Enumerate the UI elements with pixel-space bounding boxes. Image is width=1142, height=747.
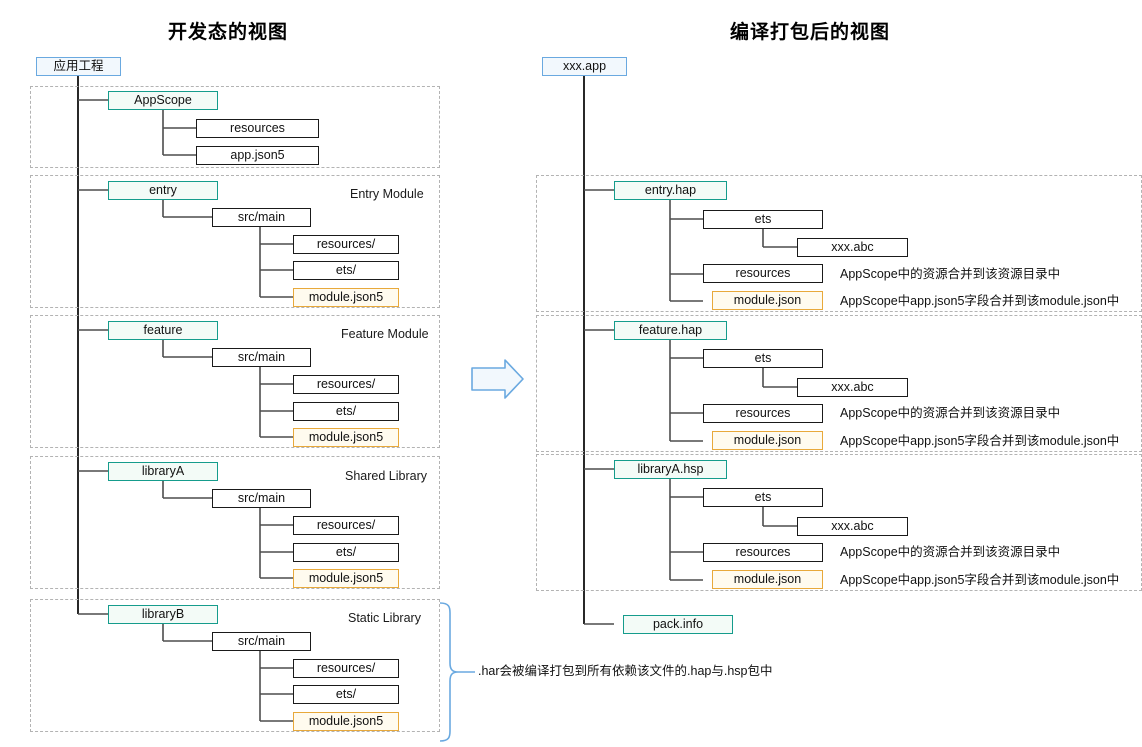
node-feature-modulejson5[interactable]: module.json5 xyxy=(293,428,399,447)
node-entry-hap[interactable]: entry.hap xyxy=(614,181,727,200)
node-librarya-hsp[interactable]: libraryA.hsp xyxy=(614,460,727,479)
node-librarya[interactable]: libraryA xyxy=(108,462,218,481)
right-root-node[interactable]: xxx.app xyxy=(542,57,627,76)
har-brace xyxy=(439,602,475,742)
node-entry-srcmain[interactable]: src/main xyxy=(212,208,311,227)
node-appscope-appjson5[interactable]: app.json5 xyxy=(196,146,319,165)
note-feature-hap-config: AppScope中app.json5字段合并到该module.json中 xyxy=(840,434,1120,448)
group-label-entry: Entry Module xyxy=(350,187,424,201)
note-librarya-hsp-config: AppScope中app.json5字段合并到该module.json中 xyxy=(840,573,1120,587)
node-appscope-resources[interactable]: resources xyxy=(196,119,319,138)
node-feature-hap-modulejson[interactable]: module.json xyxy=(712,431,823,450)
note-librarya-hsp-resources: AppScope中的资源合并到该资源目录中 xyxy=(840,545,1061,559)
node-entry-hap-resources[interactable]: resources xyxy=(703,264,823,283)
har-note: .har会被编译打包到所有依赖该文件的.hap与.hsp包中 xyxy=(478,664,773,678)
group-libraryb xyxy=(30,599,440,732)
node-feature-hap-resources[interactable]: resources xyxy=(703,404,823,423)
node-entry-hap-modulejson[interactable]: module.json xyxy=(712,291,823,310)
node-pack-info[interactable]: pack.info xyxy=(623,615,733,634)
node-librarya-modulejson5[interactable]: module.json5 xyxy=(293,569,399,588)
node-feature-srcmain[interactable]: src/main xyxy=(212,348,311,367)
node-librarya-resources[interactable]: resources/ xyxy=(293,516,399,535)
node-feature-ets[interactable]: ets/ xyxy=(293,402,399,421)
node-librarya-hsp-modulejson[interactable]: module.json xyxy=(712,570,823,589)
node-feature-hap-ets[interactable]: ets xyxy=(703,349,823,368)
node-entry-ets[interactable]: ets/ xyxy=(293,261,399,280)
node-librarya-srcmain[interactable]: src/main xyxy=(212,489,311,508)
group-entry xyxy=(30,175,440,308)
node-libraryb-srcmain[interactable]: src/main xyxy=(212,632,311,651)
node-entry-hap-abc[interactable]: xxx.abc xyxy=(797,238,908,257)
node-libraryb-modulejson5[interactable]: module.json5 xyxy=(293,712,399,731)
group-librarya xyxy=(30,456,440,589)
node-libraryb-ets[interactable]: ets/ xyxy=(293,685,399,704)
right-title: 编译打包后的视图 xyxy=(730,22,891,43)
group-label-libraryb: Static Library xyxy=(348,611,421,625)
node-libraryb[interactable]: libraryB xyxy=(108,605,218,624)
node-feature-hap[interactable]: feature.hap xyxy=(614,321,727,340)
note-entry-hap-resources: AppScope中的资源合并到该资源目录中 xyxy=(840,267,1061,281)
node-libraryb-resources[interactable]: resources/ xyxy=(293,659,399,678)
left-title: 开发态的视图 xyxy=(168,22,289,43)
note-feature-hap-resources: AppScope中的资源合并到该资源目录中 xyxy=(840,406,1061,420)
node-feature[interactable]: feature xyxy=(108,321,218,340)
node-entry[interactable]: entry xyxy=(108,181,218,200)
node-entry-modulejson5[interactable]: module.json5 xyxy=(293,288,399,307)
node-librarya-ets[interactable]: ets/ xyxy=(293,543,399,562)
note-entry-hap-config: AppScope中app.json5字段合并到该module.json中 xyxy=(840,294,1120,308)
node-librarya-hsp-resources[interactable]: resources xyxy=(703,543,823,562)
node-feature-resources[interactable]: resources/ xyxy=(293,375,399,394)
node-entry-hap-ets[interactable]: ets xyxy=(703,210,823,229)
transition-arrow xyxy=(471,359,524,399)
node-feature-hap-abc[interactable]: xxx.abc xyxy=(797,378,908,397)
node-librarya-hsp-abc[interactable]: xxx.abc xyxy=(797,517,908,536)
node-librarya-hsp-ets[interactable]: ets xyxy=(703,488,823,507)
group-appscope xyxy=(30,86,440,168)
node-entry-resources[interactable]: resources/ xyxy=(293,235,399,254)
group-label-feature: Feature Module xyxy=(341,327,429,341)
left-root-node[interactable]: 应用工程 xyxy=(36,57,121,76)
group-label-librarya: Shared Library xyxy=(345,469,427,483)
node-appscope[interactable]: AppScope xyxy=(108,91,218,110)
group-feature xyxy=(30,315,440,448)
